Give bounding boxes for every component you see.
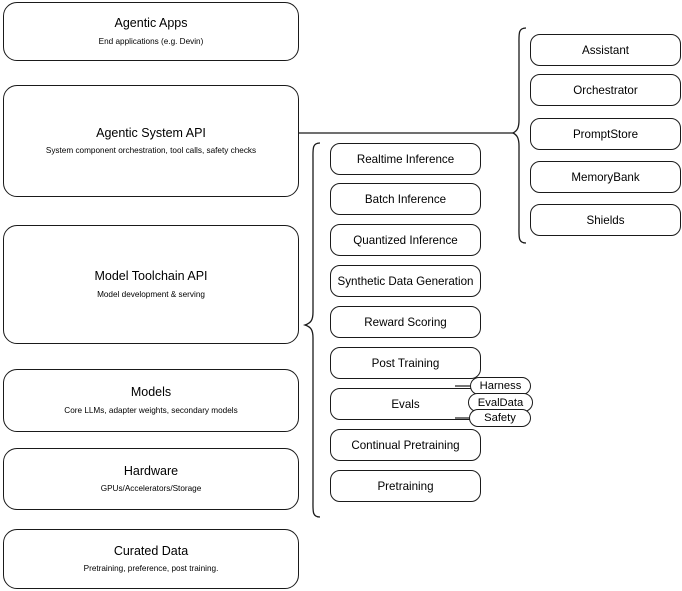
layer-title: Agentic Apps (114, 16, 188, 31)
system-item-shields[interactable]: Shields (530, 204, 681, 236)
system-item-promptstore[interactable]: PromptStore (530, 118, 681, 150)
brace-toolchain-components (302, 142, 321, 518)
evals-pill-evaldata[interactable]: EvalData (468, 393, 533, 412)
layer-box-model-toolchain-api[interactable]: Model Toolchain API Model development & … (3, 225, 299, 344)
toolchain-item-reward-scoring[interactable]: Reward Scoring (330, 306, 481, 338)
layer-box-agentic-apps[interactable]: Agentic Apps End applications (e.g. Devi… (3, 2, 299, 61)
system-item-assistant[interactable]: Assistant (530, 34, 681, 66)
layer-subtitle: Model development & serving (97, 289, 205, 299)
layer-title: Models (130, 385, 172, 400)
system-item-memorybank[interactable]: MemoryBank (530, 161, 681, 193)
evals-pill-harness[interactable]: Harness (470, 377, 531, 395)
toolchain-item-quantized-inference[interactable]: Quantized Inference (330, 224, 481, 256)
layer-title: Curated Data (113, 543, 189, 558)
layer-box-hardware[interactable]: Hardware GPUs/Accelerators/Storage (3, 448, 299, 510)
layer-title: Model Toolchain API (94, 269, 208, 284)
layer-subtitle: End applications (e.g. Devin) (98, 36, 204, 46)
layer-title: Agentic System API (96, 125, 206, 140)
system-item-orchestrator[interactable]: Orchestrator (530, 74, 681, 106)
toolchain-item-synthetic-data-generation[interactable]: Synthetic Data Generation (330, 265, 481, 297)
layer-subtitle: System component orchestration, tool cal… (45, 146, 257, 156)
layer-title: Hardware (123, 463, 179, 478)
layer-subtitle: Core LLMs, adapter weights, secondary mo… (64, 405, 238, 415)
toolchain-item-batch-inference[interactable]: Batch Inference (330, 183, 481, 215)
toolchain-item-continual-pretraining[interactable]: Continual Pretraining (330, 429, 481, 461)
toolchain-item-evals[interactable]: Evals (330, 388, 481, 420)
layer-box-agentic-system-api[interactable]: Agentic System API System component orch… (3, 85, 299, 197)
layer-subtitle: GPUs/Accelerators/Storage (100, 484, 202, 494)
evals-pill-safety[interactable]: Safety (469, 409, 531, 427)
layer-box-curated-data[interactable]: Curated Data Pretraining, preference, po… (3, 529, 299, 589)
layer-box-models[interactable]: Models Core LLMs, adapter weights, secon… (3, 369, 299, 432)
brace-system-components (511, 27, 527, 244)
toolchain-item-pretraining[interactable]: Pretraining (330, 470, 481, 502)
toolchain-item-post-training[interactable]: Post Training (330, 347, 481, 379)
toolchain-item-realtime-inference[interactable]: Realtime Inference (330, 143, 481, 175)
layer-subtitle: Pretraining, preference, post training. (83, 564, 219, 574)
